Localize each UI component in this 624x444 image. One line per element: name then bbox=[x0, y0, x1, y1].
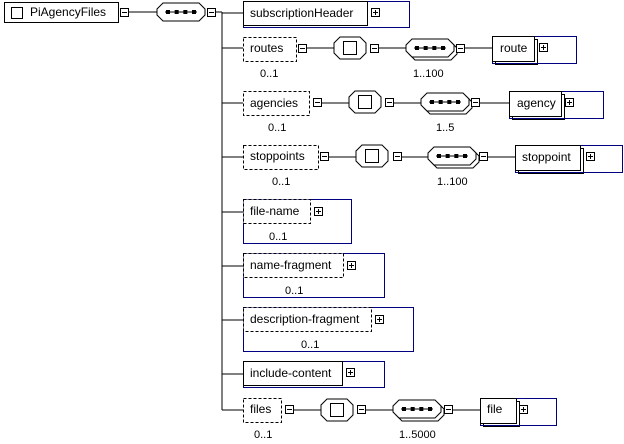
stoppoint-occurrence: 1..100 bbox=[437, 176, 468, 188]
file-name-occurrence: 0..1 bbox=[269, 231, 288, 243]
description-fragment-occurrence: 0..1 bbox=[301, 339, 320, 351]
sequence-dot bbox=[445, 154, 450, 158]
name-fragment-box[interactable] bbox=[243, 253, 344, 278]
file-box[interactable] bbox=[480, 398, 517, 424]
sequence-dot bbox=[428, 407, 432, 411]
element-stoppoints-label: stoppoints bbox=[250, 149, 305, 163]
sequence-dot bbox=[419, 407, 424, 411]
minus-box-icon[interactable] bbox=[313, 98, 322, 107]
element-description-fragment-label: description-fragment bbox=[250, 312, 360, 326]
sequence-dot bbox=[438, 100, 443, 104]
root-element-label: PiAgencyFiles bbox=[30, 5, 107, 19]
files-box[interactable] bbox=[243, 398, 282, 423]
sequence-dot bbox=[454, 154, 459, 158]
sequence-dot bbox=[447, 100, 452, 104]
minus-box-icon[interactable] bbox=[357, 405, 366, 414]
plus-box-icon[interactable] bbox=[586, 152, 595, 161]
plus-box-icon[interactable] bbox=[539, 43, 548, 52]
files-occurrence: 0..1 bbox=[254, 429, 273, 441]
minus-box-icon[interactable] bbox=[479, 152, 488, 161]
element-route-label: route bbox=[500, 41, 528, 55]
minus-box-icon[interactable] bbox=[298, 44, 307, 53]
sequence-dot bbox=[456, 100, 460, 104]
sequence-dot bbox=[410, 407, 415, 411]
choice-square bbox=[330, 403, 344, 417]
element-include-content-label: include-content bbox=[250, 366, 332, 380]
element-stoppoint-label: stoppoint bbox=[522, 150, 571, 164]
sequence-dot bbox=[183, 10, 188, 14]
checkbox-icon bbox=[11, 7, 23, 19]
minus-box-icon[interactable] bbox=[370, 44, 379, 53]
minus-box-icon[interactable] bbox=[456, 44, 465, 53]
element-routes-label: routes bbox=[250, 41, 284, 55]
plus-box-icon[interactable] bbox=[371, 8, 380, 17]
minus-box-icon[interactable] bbox=[471, 98, 480, 107]
routes-box[interactable] bbox=[243, 37, 297, 62]
subscription-header-box[interactable] bbox=[243, 1, 368, 26]
minus-box-icon[interactable] bbox=[207, 8, 216, 17]
sequence-dot bbox=[423, 46, 428, 50]
sequence-dot bbox=[192, 10, 196, 14]
route-box[interactable] bbox=[492, 36, 535, 62]
agency-occurrence: 1..5 bbox=[436, 122, 455, 134]
plus-box-icon[interactable] bbox=[347, 261, 356, 270]
include-content-box[interactable] bbox=[243, 361, 343, 386]
sequence-dot bbox=[166, 10, 170, 14]
sequence-dot bbox=[415, 46, 419, 50]
minus-box-icon[interactable] bbox=[320, 152, 329, 161]
element-file-name-label: file-name bbox=[250, 204, 300, 218]
plus-box-icon[interactable] bbox=[565, 98, 574, 107]
routes-occurrence: 0..1 bbox=[260, 68, 279, 80]
sequence-dot bbox=[437, 154, 441, 158]
element-subscription-header-label: subscriptionHeader bbox=[250, 6, 354, 20]
stoppoints-box[interactable] bbox=[243, 145, 319, 170]
plus-box-icon[interactable] bbox=[346, 368, 355, 377]
minus-box-icon[interactable] bbox=[393, 152, 402, 161]
route-occurrence: 1..100 bbox=[413, 68, 444, 80]
name-fragment-occurrence: 0..1 bbox=[285, 285, 304, 297]
choice-square bbox=[365, 149, 379, 163]
plus-box-icon[interactable] bbox=[314, 207, 323, 216]
element-files-label: files bbox=[250, 402, 272, 416]
choice-square bbox=[358, 95, 372, 109]
agency-box[interactable] bbox=[509, 91, 562, 117]
minus-box-icon[interactable] bbox=[120, 8, 129, 17]
file-name-box[interactable] bbox=[243, 199, 311, 224]
sequence-dot bbox=[430, 100, 434, 104]
element-agency-label: agency bbox=[517, 96, 556, 110]
minus-box-icon[interactable] bbox=[385, 98, 394, 107]
sequence-dot bbox=[463, 154, 467, 158]
minus-box-icon[interactable] bbox=[285, 405, 294, 414]
agencies-occurrence: 0..1 bbox=[268, 122, 287, 134]
sequence-dot bbox=[441, 46, 445, 50]
minus-box-icon[interactable] bbox=[444, 405, 453, 414]
file-occurrence: 1..5000 bbox=[399, 429, 436, 441]
element-name-fragment-label: name-fragment bbox=[250, 258, 332, 272]
description-fragment-box[interactable] bbox=[243, 307, 372, 332]
sequence-dot bbox=[432, 46, 437, 50]
choice-square bbox=[343, 41, 357, 55]
root-element[interactable] bbox=[4, 2, 119, 23]
element-agencies-label: agencies bbox=[250, 96, 299, 110]
plus-box-icon[interactable] bbox=[375, 315, 384, 324]
plus-box-icon[interactable] bbox=[519, 405, 528, 414]
stoppoints-occurrence: 0..1 bbox=[272, 176, 291, 188]
sequence-dot bbox=[174, 10, 179, 14]
sequence-dot bbox=[402, 407, 406, 411]
agencies-box[interactable] bbox=[243, 91, 310, 116]
stoppoint-box[interactable] bbox=[515, 145, 581, 171]
element-file-label: file bbox=[487, 402, 503, 416]
